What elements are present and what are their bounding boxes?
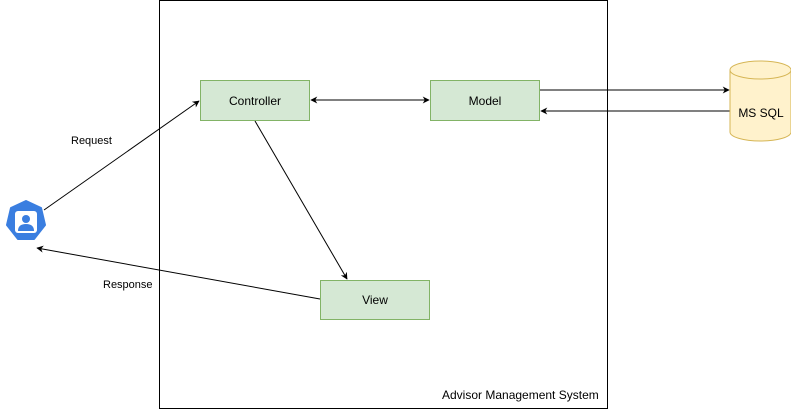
controller-node-label: Controller	[228, 93, 282, 108]
system-boundary	[159, 0, 608, 409]
model-node: Model	[430, 80, 540, 121]
user-icon	[6, 200, 46, 240]
view-node: View	[320, 280, 430, 320]
controller-view-arrow	[254, 120, 348, 280]
view-node-label: View	[362, 293, 388, 307]
system-boundary-label: Advisor Management System	[442, 388, 599, 402]
model-node-label: Model	[468, 93, 502, 108]
database-icon	[729, 60, 791, 142]
controller-node: Controller	[200, 80, 310, 121]
response-label: Response	[103, 279, 153, 291]
request-label: Request	[71, 135, 112, 147]
database-label: MS SQL	[738, 106, 784, 120]
request-arrow	[43, 100, 200, 211]
response-arrow	[36, 245, 321, 300]
